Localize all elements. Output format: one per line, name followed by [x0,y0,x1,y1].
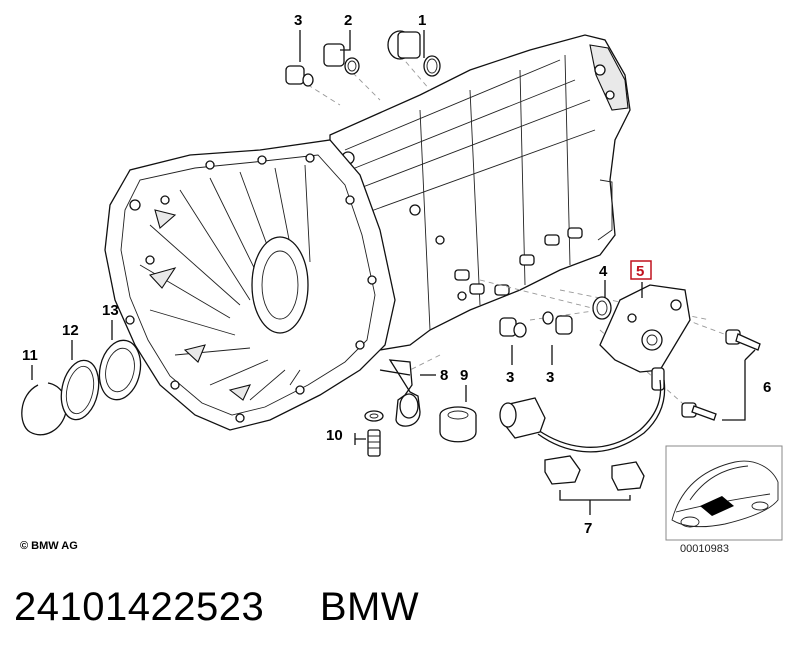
sensor-cable [499,379,666,453]
part-7-clips [544,455,645,515]
part-9-bushing [439,406,477,443]
part-12-ring [60,359,100,421]
part-4-seal [592,296,612,320]
callout-11: 11 [22,347,38,364]
callout-9: 9 [460,367,468,384]
callout-7: 7 [584,520,592,537]
vehicle-location-thumbnail [665,445,783,541]
callout-5: 5 [636,263,644,280]
part-3-plug-top [285,65,314,87]
bell-housing [104,139,396,431]
callout-10: 10 [326,427,343,444]
location-marker-icon [700,496,734,516]
part-1-plug [387,30,441,77]
callout-3-left: 3 [506,369,514,386]
callout-2: 2 [344,12,352,29]
callout-leaders [31,30,643,402]
part-3-plug-lower [499,311,573,338]
callout-1: 1 [418,12,426,29]
part-6-bolts [681,329,761,421]
callout-12: 12 [62,322,79,339]
part-number: 24101422523 [14,585,265,629]
callout-13: 13 [102,302,119,319]
callout-6: 6 [763,379,771,396]
part-info-row: 24101422523 BMW [14,585,419,630]
thumbnail-code: 00010983 [680,543,729,555]
part-8-bracket [379,359,421,427]
callout-labels: 1 2 3 4 5 3 3 6 7 8 9 10 11 12 13 [22,12,771,537]
part-2-plug [323,43,360,75]
part-13-seal-ring [98,339,142,401]
callout-5-highlight-box [630,260,652,280]
transmission-housing [329,34,631,351]
callout-8: 8 [440,367,448,384]
part-10-bolt [354,410,384,457]
callout-4: 4 [599,263,608,280]
callout-3-top: 3 [294,12,302,29]
callout-3-right: 3 [546,369,554,386]
copyright-notice: © BMW AG [20,540,78,552]
brand-name: BMW [319,585,420,629]
parts-diagram: 1 2 3 4 5 3 3 6 7 8 9 10 11 12 13 [21,12,783,541]
part-11-snap-ring [21,382,68,436]
